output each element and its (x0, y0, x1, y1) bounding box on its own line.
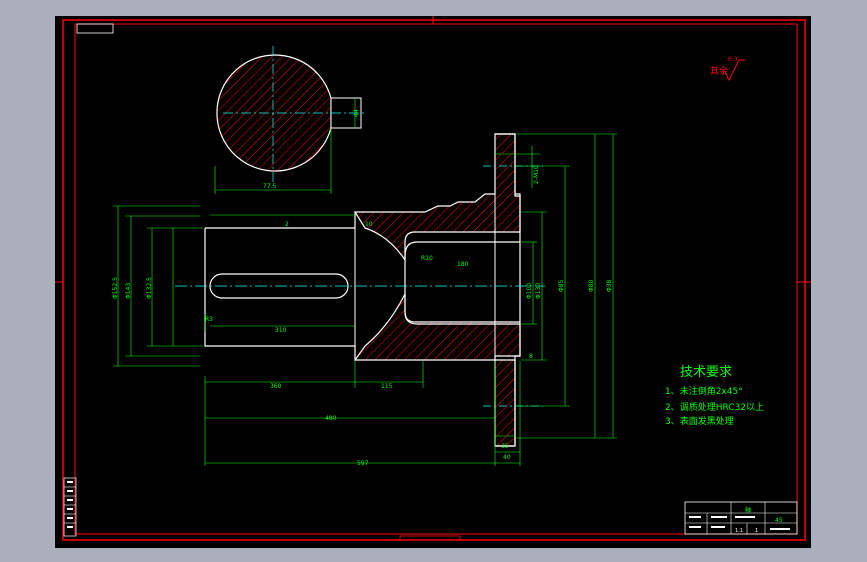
dim-len-597: 597 (357, 460, 369, 467)
dim-len-480: 480 (325, 415, 337, 422)
dim-len-35: 35 (501, 443, 509, 450)
dimension-texts: Φ152.5 Φ143 Φ132.5 Φ100 Φ130 Φ85 Φ80 Φ38… (112, 165, 613, 467)
dim-small-8: 8 (529, 353, 533, 360)
bottom-center-mark (399, 535, 461, 541)
tech-req-item-3: 3、表面发黑处理 (665, 415, 734, 427)
main-part-view (175, 133, 545, 447)
dim-slot: R10 (421, 255, 433, 262)
tech-req-title: 技术要求 (680, 365, 732, 380)
title-sheet: 1 (755, 528, 758, 534)
dim-left-inner: Φ132.5 (146, 277, 153, 299)
dim-left-outer: Φ152.5 (112, 277, 119, 299)
surface-finish-symbol: 6.3 其余 (710, 56, 745, 82)
title-material: 45 (775, 517, 783, 524)
dim-top-small: 2 (285, 221, 289, 228)
tech-requirements: 技术要求 1、未注倒角2x45° 2、调质处理HRC32以上 3、表面发黑处理 (665, 365, 764, 427)
title-part-name: 轴 (745, 506, 751, 514)
dim-section-bottom: 77.5 (263, 183, 277, 190)
outer-frame (62, 19, 806, 541)
dim-chamfer: 2-M10 (533, 165, 540, 184)
title-block: 轴 45 1:1 1 (684, 501, 798, 535)
dim-len-115: 115 (381, 383, 393, 390)
dimension-lines (113, 133, 617, 466)
surface-finish-value: 6.3 (728, 56, 738, 63)
tech-req-item-1: 1、未注倒角2x45° (665, 385, 743, 397)
cad-drawing: 6.3 其余 77.5 44 (55, 16, 811, 541)
cross-section-view: 77.5 44 (214, 46, 367, 194)
dim-keyway-len: 310 (275, 327, 287, 334)
dim-small-10: 10 (365, 221, 373, 228)
surface-finish-label: 其余 (710, 65, 728, 77)
dim-right-f: Φ38 (606, 279, 613, 292)
dim-center-c: Φ130 (535, 283, 542, 299)
inner-frame (74, 23, 798, 535)
dim-len-40: 40 (503, 454, 511, 461)
drawing-canvas[interactable]: 6.3 其余 77.5 44 (55, 16, 811, 548)
title-scale: 1:1 (735, 528, 743, 534)
dim-right-e: Φ80 (588, 279, 595, 292)
dim-right-d: Φ85 (558, 279, 565, 292)
dim-left-mid: Φ143 (125, 283, 132, 299)
dim-section-keyway: 44 (353, 109, 360, 117)
dim-small-r: R3 (205, 316, 213, 323)
tech-req-item-2: 2、调质处理HRC32以上 (665, 401, 764, 413)
revision-strip (63, 477, 77, 537)
dim-len-360: 360 (270, 383, 282, 390)
dim-bore-depth: 180 (457, 261, 469, 268)
drawing-number-box (76, 23, 114, 34)
dim-center-b: Φ100 (526, 283, 533, 299)
